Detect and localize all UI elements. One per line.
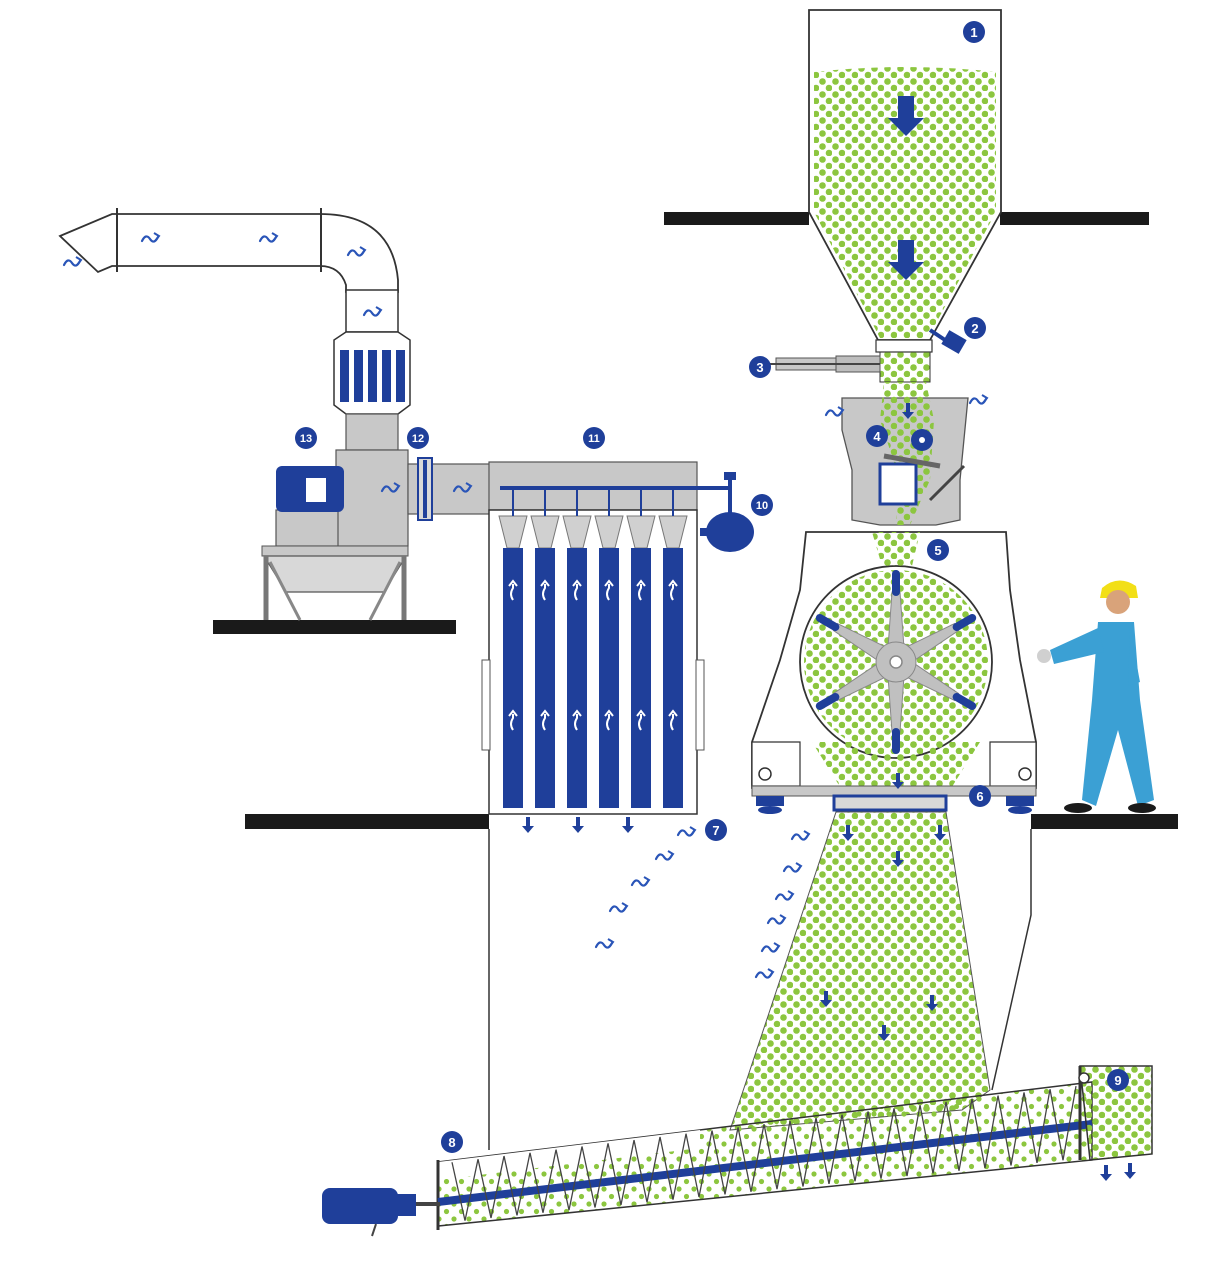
callout-6-label: 6 (976, 789, 983, 804)
fan-silencer-bars (340, 350, 405, 402)
flow-arrow (522, 817, 534, 833)
air-flow-arrow (766, 913, 787, 925)
callout-5: 5 (927, 539, 949, 561)
air-flow-arrow (760, 941, 781, 953)
pulse-air-tank (700, 472, 754, 552)
callout-4: 4 (866, 425, 888, 447)
air-flow-arrow (608, 901, 629, 913)
conveyor-drive-motor (322, 1188, 440, 1237)
callout-9-label: 9 (1114, 1073, 1121, 1088)
callout-11-label: 11 (588, 433, 600, 445)
callout-2-label: 2 (971, 321, 978, 336)
callout-7: 7 (705, 819, 727, 841)
suction-fan (261, 413, 409, 621)
bag-filter (481, 461, 730, 815)
callout-12: 12 (407, 427, 429, 449)
filter-bag (658, 488, 688, 808)
callout-13: 13 (295, 427, 317, 449)
callout-4-label: 4 (873, 429, 881, 444)
filter-bag (594, 488, 624, 808)
air-flow-arrow (782, 861, 803, 873)
slide-gate (770, 355, 881, 373)
air-flow-arrow (654, 849, 675, 861)
conveyor-discharge (1078, 1065, 1153, 1181)
discharge-outlet (832, 794, 948, 812)
air-flow-arrow (774, 889, 795, 901)
callout-3: 3 (749, 356, 771, 378)
fan-platform (213, 620, 456, 634)
filter-bag (530, 488, 560, 808)
air-flow-arrow (968, 393, 989, 405)
air-flow-arrow (676, 825, 697, 837)
callout-1-label: 1 (970, 25, 977, 40)
callout-8-label: 8 (448, 1135, 455, 1150)
callout-13-label: 13 (300, 433, 312, 445)
feeder-housing (841, 382, 969, 526)
floor-slabs (213, 212, 1178, 829)
main-floor-right (1031, 814, 1178, 829)
air-flow-arrow (790, 829, 811, 841)
feed-hopper (808, 9, 1002, 341)
callout-1: 1 (963, 21, 985, 43)
callout-12-label: 12 (412, 433, 424, 445)
worker-figure (1037, 580, 1156, 813)
hopper-neck (875, 339, 933, 383)
callout-11: 11 (583, 427, 605, 449)
filter-bags (498, 488, 688, 808)
air-flow-arrow (630, 875, 651, 887)
main-floor-left (245, 814, 489, 829)
callout-10: 10 (751, 494, 773, 516)
air-flow-arrow (594, 937, 615, 949)
rotor (815, 570, 977, 754)
filter-bag (498, 488, 528, 808)
flow-arrow (572, 817, 584, 833)
upper-floor-left (664, 212, 809, 225)
mill-feet (756, 767, 1034, 814)
callout-10-label: 10 (756, 500, 768, 512)
callout-5-label: 5 (934, 543, 941, 558)
filter-bag (562, 488, 592, 808)
ground-material-chute (729, 811, 991, 1131)
callout-8: 8 (441, 1131, 463, 1153)
air-flow-arrow (62, 255, 83, 267)
upper-floor-right (1000, 212, 1149, 225)
screw-conveyor (436, 1081, 1093, 1230)
basement-pit (488, 829, 1032, 1150)
filter-bag (626, 488, 656, 808)
flow-arrow (622, 817, 634, 833)
level-sensor (928, 328, 967, 354)
callout-6: 6 (969, 785, 991, 807)
callout-3-label: 3 (756, 360, 763, 375)
air-flow-arrow (824, 405, 845, 417)
callout-2: 2 (964, 317, 986, 339)
callout-7-label: 7 (712, 823, 719, 838)
air-flow-arrow (754, 967, 775, 979)
damper (407, 457, 491, 521)
callout-9: 9 (1107, 1069, 1129, 1091)
